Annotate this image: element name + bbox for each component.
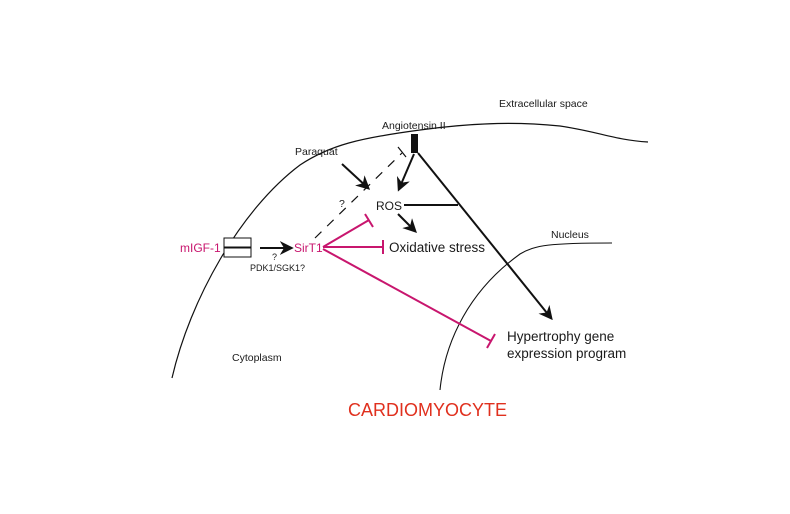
region-cytoplasm-label: Cytoplasm xyxy=(232,352,282,364)
region-extracellular-label: Extracellular space xyxy=(499,98,588,110)
edge-angiotensin-hypertrophy xyxy=(417,152,553,321)
pathway-question-label: ? xyxy=(272,252,277,262)
edge-sirt1-ros-inhibition xyxy=(322,213,374,248)
edge-sirt1-hypertrophy-inhibition xyxy=(322,248,496,349)
hypertrophy-label-line1: Hypertrophy gene xyxy=(507,329,614,344)
sirt1-label: SirT1 xyxy=(294,241,323,255)
diagram-title: CARDIOMYOCYTE xyxy=(348,400,507,420)
hypertrophy-label-line2: expression program xyxy=(507,346,626,361)
angiotensin-label: Angiotensin II xyxy=(382,120,446,132)
oxidative-stress-label: Oxidative stress xyxy=(389,240,485,255)
dashed-question-label: ? xyxy=(339,198,345,210)
edge-sirt1-angiotensin-dashed xyxy=(314,146,407,239)
region-nucleus-label: Nucleus xyxy=(551,229,589,241)
edge-ros-oxidative-stress xyxy=(397,213,417,233)
pathway-label: PDK1/SGK1? xyxy=(250,263,305,273)
cell-membrane xyxy=(171,122,649,379)
angiotensin-receptor-icon xyxy=(411,134,418,153)
edge-sirt1-oxidative-stress-inhibition xyxy=(323,240,384,254)
paraquat-label: Paraquat xyxy=(295,146,338,158)
migf1-label: mIGF-1 xyxy=(180,241,221,255)
nuclear-membrane xyxy=(439,242,613,391)
edge-angiotensin-ros xyxy=(396,153,415,192)
edge-paraquat-ros xyxy=(341,163,371,190)
ros-label: ROS xyxy=(376,199,402,213)
migf1-receptor-icon xyxy=(223,237,252,258)
